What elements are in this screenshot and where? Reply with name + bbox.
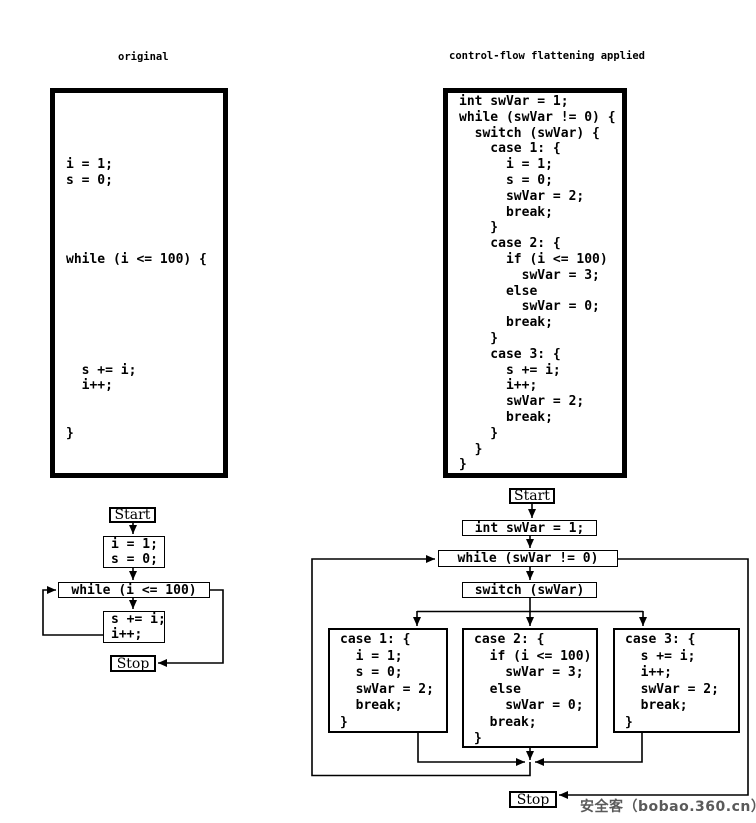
fc1-body-code: s += i; i++; — [111, 612, 166, 642]
fc2-case2-node: case 2: { if (i <= 100) swVar = 3; else … — [462, 628, 598, 748]
fc2-start-node: Start — [509, 488, 555, 504]
fc1-body-node: s += i; i++; — [103, 611, 166, 643]
code-box-flattened: int swVar = 1; while (swVar != 0) { swit… — [443, 88, 627, 478]
fc2-stop-node: Stop — [509, 791, 557, 808]
code-flattened: int swVar = 1; while (swVar != 0) { swit… — [459, 94, 616, 473]
fc2-init-node: int swVar = 1; — [462, 520, 597, 536]
fc1-while-node: while (i <= 100) — [58, 582, 210, 598]
fc2-switch-node: switch (swVar) — [462, 582, 597, 598]
fc1-init-code: i = 1; s = 0; — [111, 537, 158, 567]
fc2-while-node: while (swVar != 0) — [438, 550, 618, 567]
fc2-case1-node: case 1: { i = 1; s = 0; swVar = 2; break… — [328, 628, 448, 733]
fc2-case1-code: case 1: { i = 1; s = 0; swVar = 2; break… — [340, 632, 434, 730]
fc2-case3-code: case 3: { s += i; i++; swVar = 2; break;… — [625, 632, 719, 730]
code-original: i = 1; s = 0; while (i <= 100) { s += i;… — [66, 157, 207, 441]
title-flattened: control-flow flattening applied — [449, 50, 645, 62]
fc2-case3-node: case 3: { s += i; i++; swVar = 2; break;… — [613, 628, 740, 733]
code-box-original: i = 1; s = 0; while (i <= 100) { s += i;… — [50, 88, 228, 478]
fc1-start-node: Start — [109, 507, 156, 523]
fc1-stop-node: Stop — [110, 655, 156, 672]
fc1-init-node: i = 1; s = 0; — [103, 536, 165, 568]
title-original: original — [118, 51, 169, 63]
exit-to-stop-arrow — [158, 589, 224, 667]
watermark-text: 安全客（bobao.360.cn） — [580, 799, 756, 815]
fc2-case2-code: case 2: { if (i <= 100) swVar = 3; else … — [474, 632, 592, 746]
